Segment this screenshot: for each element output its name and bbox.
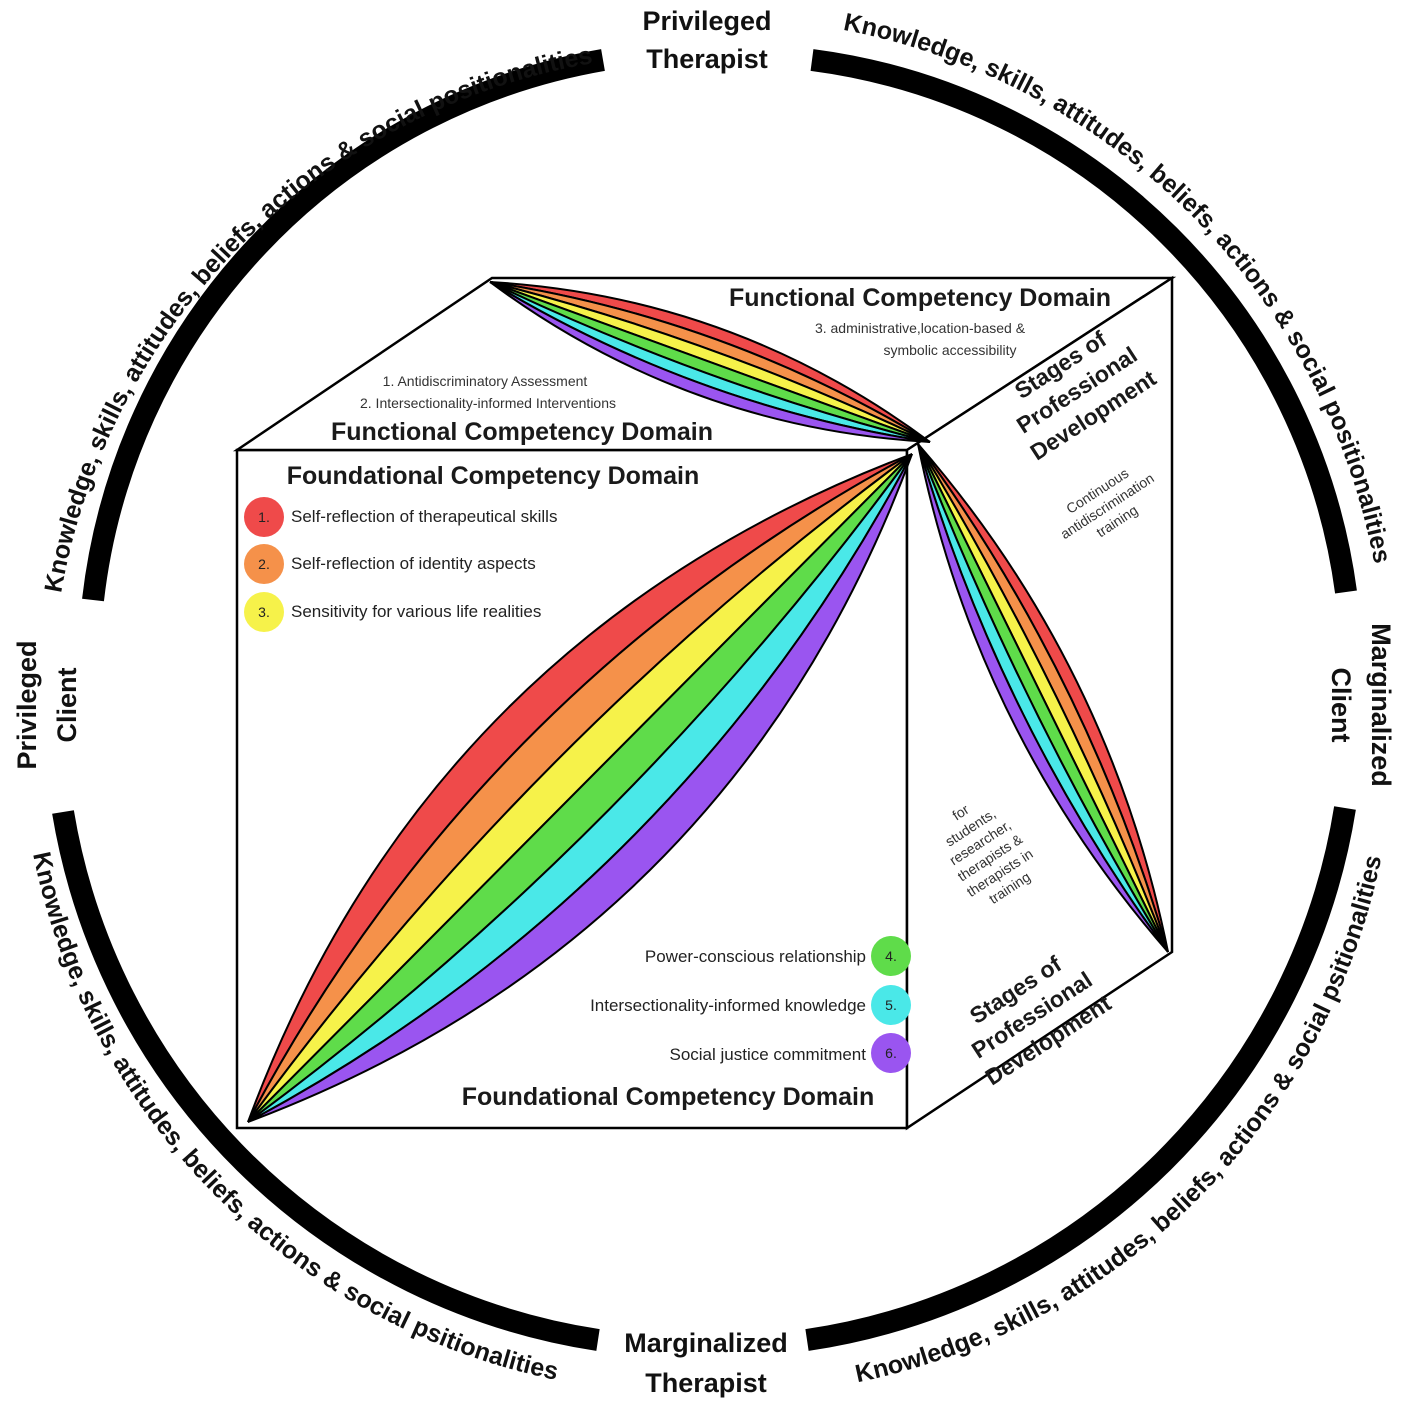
item-5-badge — [871, 985, 911, 1025]
item-1-label: Self-reflection of therapeutical skills — [291, 507, 557, 526]
functional-lens-band-6 — [489, 281, 931, 443]
item-3-label: Sensitivity for various life realities — [291, 602, 541, 621]
functional-item-3-line1: 3. administrative,location-based & — [815, 320, 1026, 336]
foundational-items-top: 1. Self-reflection of therapeutical skil… — [244, 497, 557, 632]
item-6-badge — [871, 1033, 911, 1073]
pole-left-line1: Privileged — [12, 640, 42, 769]
item-2-number: 2. — [258, 556, 270, 572]
item-6-label: Social justice commitment — [669, 1045, 866, 1064]
foundational-items-bottom: Power-conscious relationship 4. Intersec… — [590, 936, 911, 1073]
item-5-label: Intersectionality-informed knowledge — [590, 996, 866, 1015]
functional-title-front: Functional Competency Domain — [331, 418, 713, 446]
pole-top-line2: Therapist — [646, 44, 768, 74]
ring-segment-bottom-right — [805, 806, 1356, 1351]
pole-bottom-line2: Therapist — [645, 1368, 767, 1398]
item-2-badge — [244, 544, 284, 584]
foundational-title-bottom: Foundational Competency Domain — [462, 1083, 875, 1111]
pole-left-line2: Client — [52, 667, 82, 742]
ring-segment-top-left — [82, 49, 605, 602]
item-4-badge — [871, 936, 911, 976]
pole-bottom-line1: Marginalized — [624, 1328, 788, 1358]
rainbow-lens-foundational — [247, 453, 913, 1123]
pole-right-line1: Marginalized — [1366, 623, 1396, 787]
outer-ring — [52, 49, 1357, 1351]
pole-bottom: Marginalized Therapist — [624, 1328, 788, 1398]
rainbow-lens-functional — [489, 281, 931, 443]
stages-note-bottom-line1: for — [949, 801, 972, 824]
pole-left: Privileged Client — [12, 640, 82, 769]
item-2-label: Self-reflection of identity aspects — [291, 554, 536, 573]
item-6-number: 6. — [885, 1045, 897, 1061]
rainbow-lens-stages — [917, 443, 1169, 953]
functional-item-2: 2. Intersectionality-informed Interventi… — [360, 395, 616, 411]
stages-lens-band-6 — [917, 443, 1169, 953]
item-3-number: 3. — [258, 604, 270, 620]
item-4-number: 4. — [885, 948, 897, 964]
functional-item-3-line2: symbolic accessibility — [883, 342, 1016, 358]
pole-right: Marginalized Client — [1326, 623, 1396, 787]
ring-segment-top-right — [810, 49, 1357, 594]
ring-segment-bottom-left — [52, 810, 600, 1351]
functional-item-1: 1. Antidiscriminatory Assessment — [383, 373, 588, 389]
pole-right-line2: Client — [1326, 667, 1356, 742]
functional-title-top: Functional Competency Domain — [729, 284, 1111, 312]
item-1-number: 1. — [258, 509, 270, 525]
item-3-badge — [244, 592, 284, 632]
item-1-badge — [244, 497, 284, 537]
foundational-lens-band-6 — [247, 453, 913, 1123]
foundational-title-top: Foundational Competency Domain — [287, 462, 700, 490]
pole-top-line1: Privileged — [642, 6, 771, 36]
pole-top: Privileged Therapist — [642, 6, 771, 74]
item-4-label: Power-conscious relationship — [645, 947, 866, 966]
item-5-number: 5. — [885, 997, 897, 1013]
